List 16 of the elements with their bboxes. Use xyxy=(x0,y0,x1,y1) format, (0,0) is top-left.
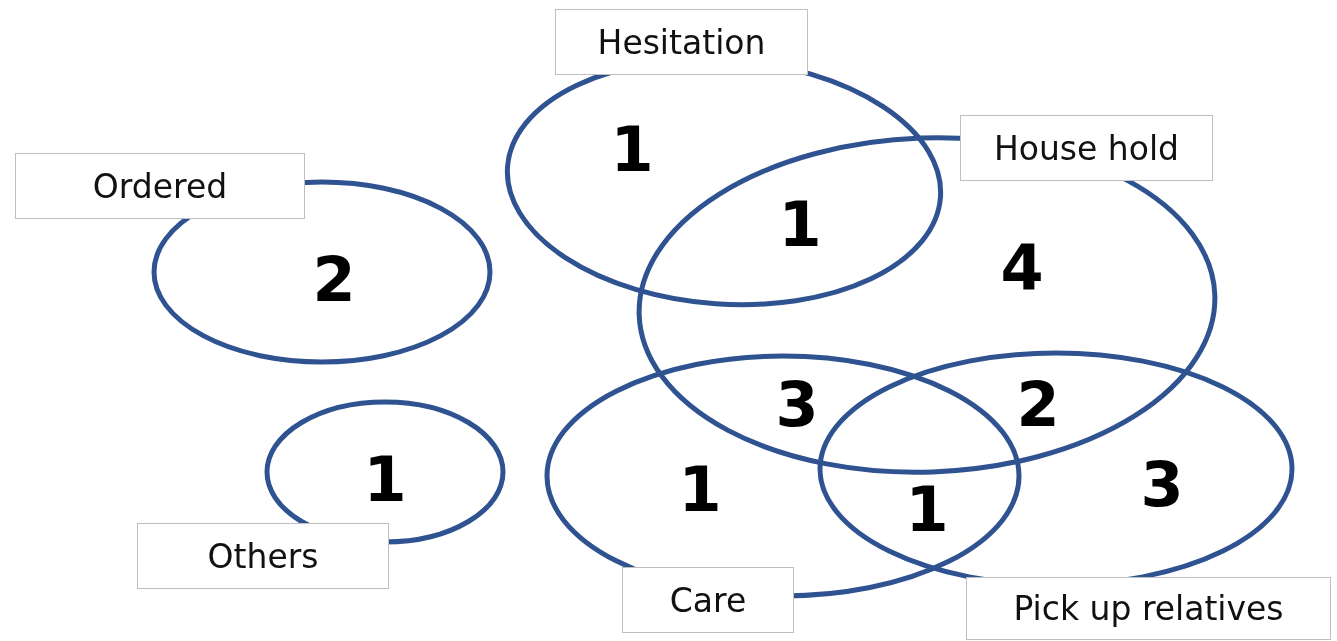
count-label: 1 xyxy=(678,459,722,521)
count-label: 2 xyxy=(1016,374,1060,436)
count-label: 1 xyxy=(778,194,822,256)
count-label: 1 xyxy=(363,449,407,511)
label-box: Others xyxy=(137,523,389,589)
count-label: 1 xyxy=(905,479,949,541)
count-label: 4 xyxy=(1000,237,1044,299)
label-box: House hold xyxy=(960,115,1213,181)
count-label: 2 xyxy=(312,249,356,311)
label-box: Care xyxy=(622,567,794,633)
label-box: Pick up relatives xyxy=(966,577,1331,640)
count-label: 3 xyxy=(775,374,819,436)
count-label: 3 xyxy=(1140,454,1184,516)
count-label: 1 xyxy=(610,119,654,181)
label-box: Hesitation xyxy=(555,9,808,75)
label-box: Ordered xyxy=(15,153,305,219)
